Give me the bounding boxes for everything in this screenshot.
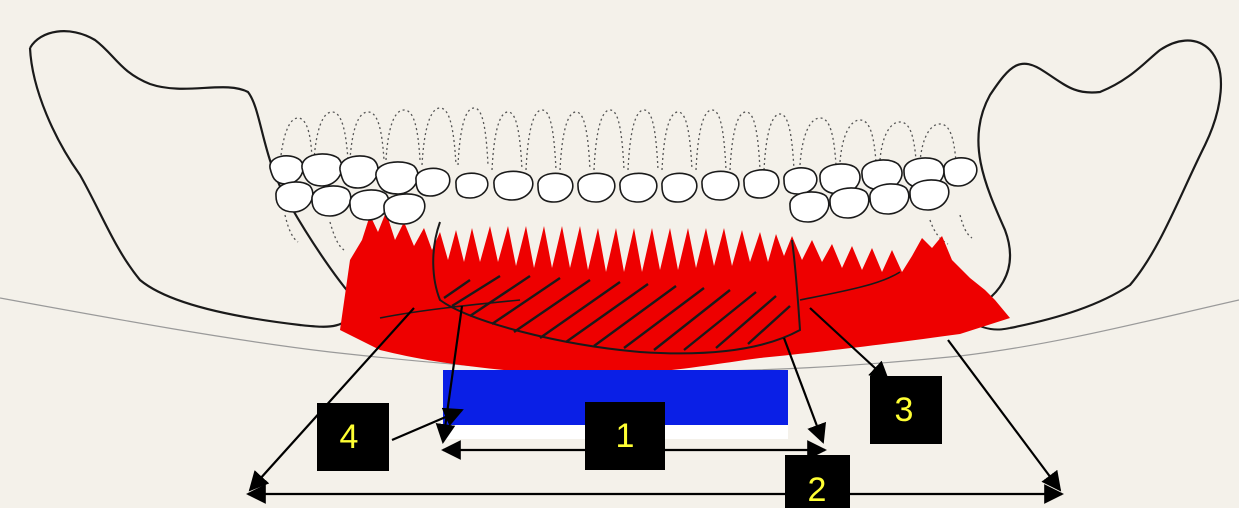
label-3-text: 3 — [895, 391, 914, 429]
arrow-pointer-2-right — [948, 340, 1060, 490]
label-2: 2 — [785, 455, 850, 508]
label-4: 4 — [317, 403, 389, 471]
red-region — [340, 212, 1010, 375]
label-1: 1 — [585, 402, 665, 470]
label-1-text: 1 — [616, 417, 635, 455]
label-2-text: 2 — [808, 471, 827, 508]
label-3: 3 — [870, 376, 942, 444]
arrow-pointer-1-right — [784, 338, 823, 442]
label-4-text: 4 — [340, 418, 359, 456]
